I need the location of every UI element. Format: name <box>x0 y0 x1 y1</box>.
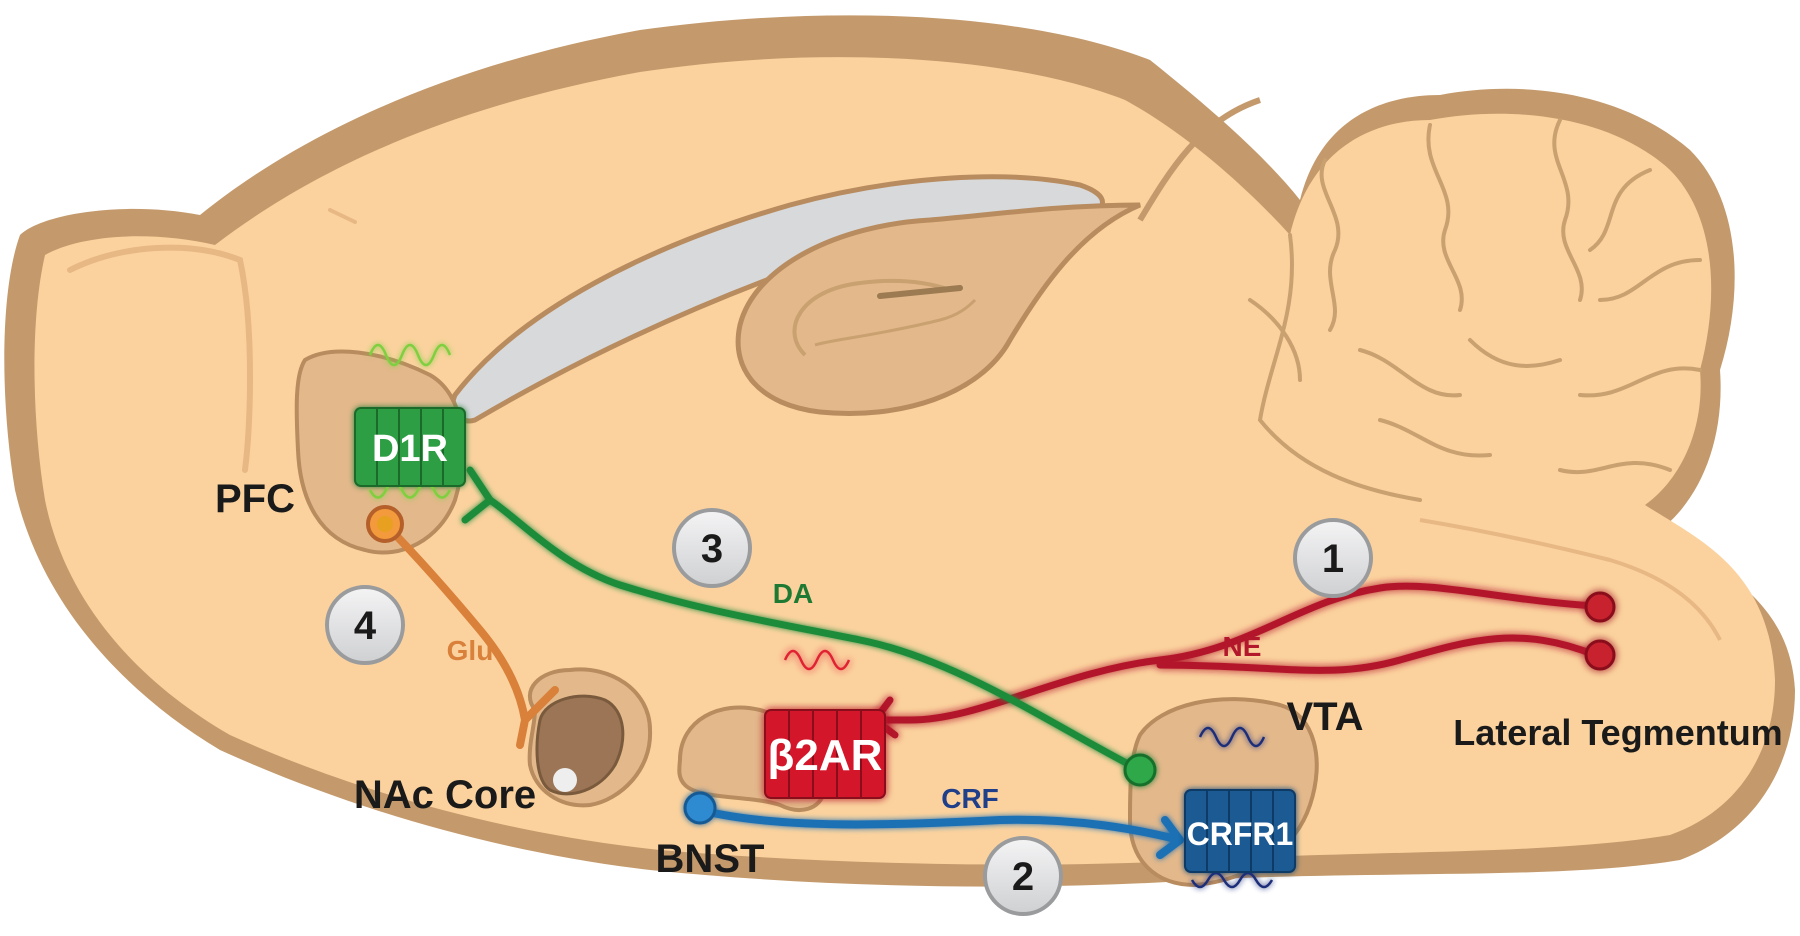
glu-label: Glu <box>447 635 494 666</box>
brain-main <box>34 57 1775 865</box>
step-number: 2 <box>1012 855 1034 899</box>
anterior-commissure <box>553 768 577 792</box>
glu-pathway <box>366 505 559 749</box>
step-badge-1: 1 <box>1293 518 1373 598</box>
b2ar-label: β2AR <box>768 731 883 780</box>
crfr1-receptor <box>1184 726 1296 889</box>
hippocampus <box>735 202 1141 416</box>
lateral-tegmentum-label: Lateral Tegmentum <box>1453 712 1782 753</box>
cortex-boundary <box>1137 97 1261 222</box>
da-label: DA <box>773 578 813 609</box>
frontal-edge <box>67 244 253 473</box>
d1r-receptor <box>354 343 466 499</box>
bnst-label: BNST <box>656 837 765 881</box>
nac-core-label: NAc Core <box>354 773 536 817</box>
nac-core-region <box>527 667 653 808</box>
step-badge-2: 2 <box>983 836 1063 916</box>
step-number: 1 <box>1322 537 1344 581</box>
crf-pathway <box>683 791 1184 859</box>
step-badge-3: 3 <box>672 508 752 588</box>
step-number: 4 <box>354 604 377 648</box>
vta-label: VTA <box>1286 695 1363 739</box>
b2ar-receptor <box>764 649 886 799</box>
da-pathway <box>461 466 1157 787</box>
crfr1-label: CRFR1 <box>1187 816 1294 852</box>
step-badge-4: 4 <box>325 585 405 665</box>
crf-label: CRF <box>941 783 999 814</box>
brainstem-contour <box>1419 518 1722 641</box>
brain-outline <box>4 15 1795 887</box>
ne-label: NE <box>1223 631 1262 662</box>
cerebellum <box>1248 118 1702 502</box>
d1r-label: D1R <box>372 428 448 470</box>
olfactory-notch <box>328 208 357 224</box>
step-number: 3 <box>701 527 723 571</box>
pfc-label: PFC <box>215 477 295 521</box>
